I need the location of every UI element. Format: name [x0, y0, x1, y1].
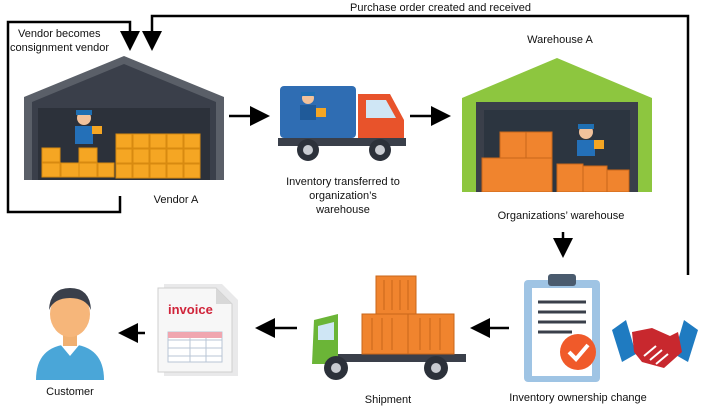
shipment-label: Shipment: [364, 394, 412, 406]
purchase-order-label: Purchase order created and received: [350, 2, 531, 14]
warehouse-a-label: Warehouse A: [527, 34, 593, 46]
vendor-consignment-label-line1: Vendor becomes: [18, 28, 101, 40]
transfer-label-line3: warehouse: [316, 204, 370, 216]
shipment-truck-icon: [312, 275, 466, 380]
customer-avatar-icon: [36, 288, 104, 380]
clipboard-icon: [524, 274, 600, 382]
purchase-order-loop-line: [142, 14, 690, 275]
invoice-icon: [157, 284, 238, 376]
vendor-warehouse-icon: [24, 56, 224, 180]
invoice-heading: invoice: [168, 302, 213, 317]
vendor-consignment-label-line2: consignment vendor: [10, 42, 110, 54]
handshake-icon: [612, 320, 698, 368]
invoice-document: invoice: [150, 282, 242, 378]
ownership-change-label: Inventory ownership change: [509, 392, 647, 404]
org-warehouse-label: Organizations’ warehouse: [497, 210, 625, 222]
transfer-label-line1: Inventory transferred to: [286, 176, 400, 188]
customer-label: Customer: [46, 386, 94, 398]
delivery-truck-icon: [278, 86, 406, 161]
green-warehouse-icon: [462, 58, 652, 192]
vendor-a-label: Vendor A: [153, 194, 199, 206]
transfer-label-line2: organization’s: [309, 190, 377, 202]
consignment-loop-line: [6, 20, 140, 214]
